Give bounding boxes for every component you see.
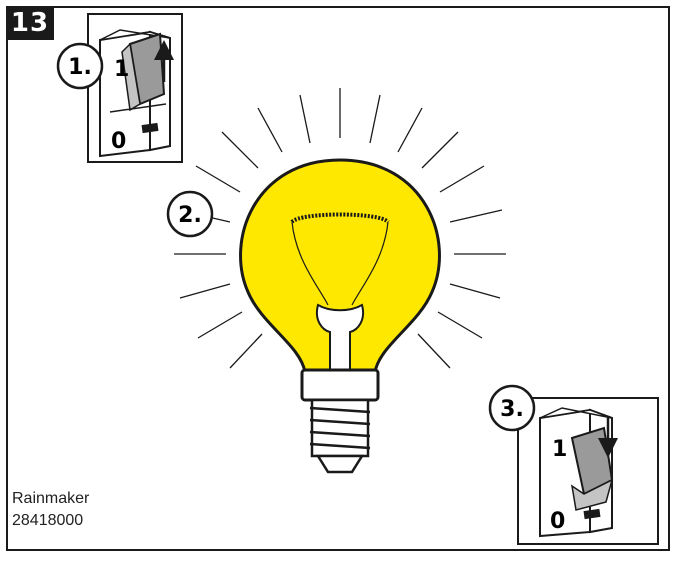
callout-2-label: 2. (178, 203, 202, 228)
switch-on-label: 1 (114, 57, 129, 82)
switch-on-label-2: 1 (552, 437, 567, 462)
callout-1-label: 1. (68, 55, 92, 80)
brand-name: Rainmaker (12, 490, 89, 508)
light-bulb-icon: 2. (168, 88, 506, 472)
callout-3-label: 3. (500, 397, 524, 422)
switch-off-panel: 1 0 3. (490, 386, 658, 544)
switch-on-panel: 1 0 1. (58, 14, 182, 162)
bulb-screw-base (310, 400, 370, 472)
bulb-collar (302, 370, 378, 400)
switch-off-label: 0 (111, 129, 126, 154)
product-code: 28418000 (12, 512, 83, 530)
switch-off-label-2: 0 (550, 509, 565, 534)
